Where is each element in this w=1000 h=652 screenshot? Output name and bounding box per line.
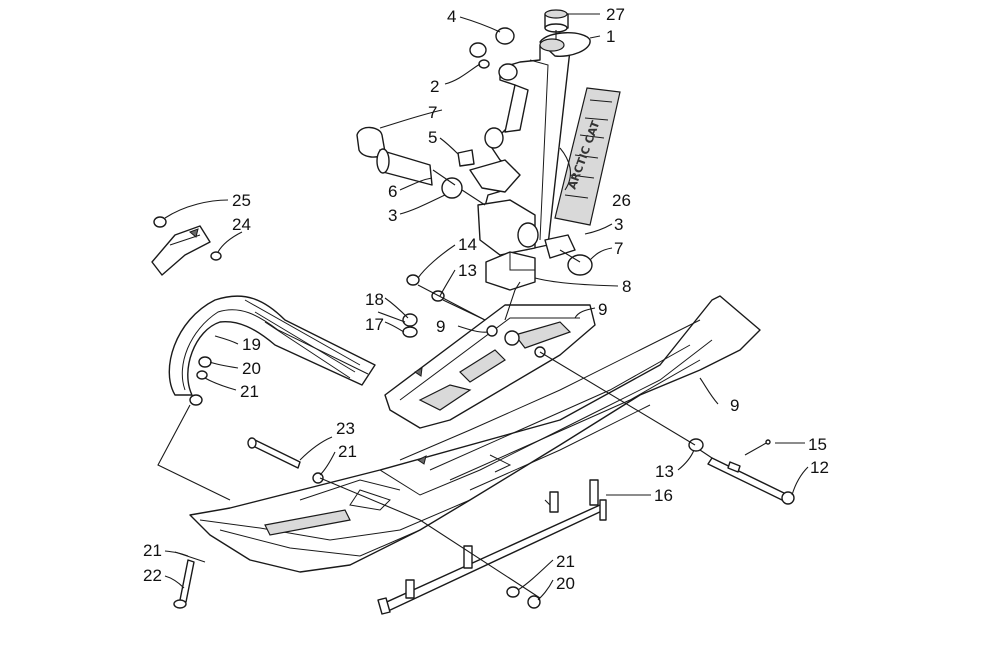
assembly-lines bbox=[157, 30, 713, 599]
callout-26: 26 bbox=[612, 191, 631, 210]
callout-leaders bbox=[164, 13, 809, 601]
bracket-part bbox=[151, 216, 222, 276]
callout-labels: 27 1 4 2 7 5 6 3 26 3 7 8 14 13 18 17 9 … bbox=[143, 5, 829, 593]
callout-21-lower-left: 21 bbox=[143, 541, 162, 560]
spindle-bolt-part bbox=[707, 439, 795, 505]
callout-8: 8 bbox=[622, 277, 631, 296]
upper-bushings bbox=[469, 27, 518, 81]
callout-4: 4 bbox=[447, 7, 456, 26]
callout-21-upper: 21 bbox=[240, 382, 259, 401]
callout-20-upper: 20 bbox=[242, 359, 261, 378]
decal-part: ARCTIC CAT bbox=[554, 87, 621, 226]
callout-6: 6 bbox=[388, 182, 397, 201]
bolt-23-part bbox=[247, 437, 324, 484]
callout-27: 27 bbox=[606, 5, 625, 24]
callout-9: 9 bbox=[730, 396, 739, 415]
callout-18: 18 bbox=[365, 290, 384, 309]
shock-hardware bbox=[356, 126, 593, 276]
callout-22: 22 bbox=[143, 566, 162, 585]
callout-10: 9 bbox=[598, 300, 607, 319]
callout-24: 24 bbox=[232, 215, 251, 234]
spindle-part bbox=[477, 32, 591, 256]
callout-17: 17 bbox=[365, 315, 384, 334]
callout-21-lower-right: 21 bbox=[556, 552, 575, 571]
spacer-part bbox=[485, 251, 536, 291]
callout-16: 16 bbox=[654, 486, 673, 505]
wear-bar-part bbox=[377, 479, 607, 615]
ski-part bbox=[189, 295, 761, 573]
callout-1: 1 bbox=[606, 27, 615, 46]
callout-13-upper: 13 bbox=[458, 261, 477, 280]
callout-12: 12 bbox=[810, 458, 829, 477]
callout-23: 23 bbox=[336, 419, 355, 438]
callout-5: 5 bbox=[428, 128, 437, 147]
callout-11: 9 bbox=[436, 317, 445, 336]
callout-21-mid: 21 bbox=[338, 442, 357, 461]
steering-arm-part bbox=[469, 84, 529, 193]
lower-bolts bbox=[173, 551, 541, 609]
ski-saddle-part bbox=[384, 304, 596, 429]
callout-14: 14 bbox=[458, 235, 477, 254]
ski-loop-part bbox=[168, 295, 376, 396]
callout-19: 19 bbox=[242, 335, 261, 354]
callout-3-left: 3 bbox=[388, 206, 397, 225]
callout-7-upper: 7 bbox=[428, 103, 437, 122]
callout-20-lower: 20 bbox=[556, 574, 575, 593]
callout-7-lower: 7 bbox=[614, 239, 623, 258]
callout-2: 2 bbox=[430, 77, 439, 96]
handle-fasteners bbox=[189, 356, 212, 406]
callout-25: 25 bbox=[232, 191, 251, 210]
callout-3-right: 3 bbox=[614, 215, 623, 234]
callout-15: 15 bbox=[808, 435, 827, 454]
callout-13-lower: 13 bbox=[655, 462, 674, 481]
cap-part bbox=[544, 9, 569, 33]
